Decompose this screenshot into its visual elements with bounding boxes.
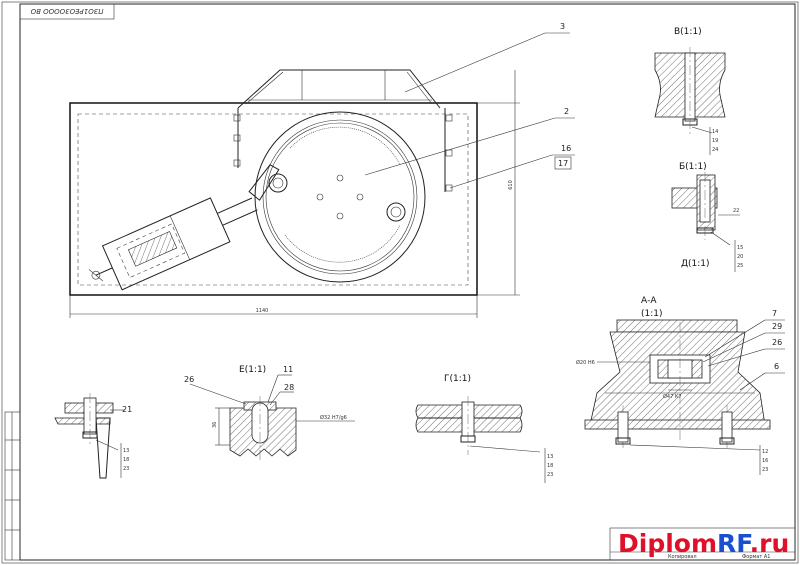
dim-aa-inner: Ø47 К7 <box>663 393 682 400</box>
view-G: Г(1:1) 13 18 23 <box>415 374 553 483</box>
leader-28: 28 <box>284 383 294 392</box>
leader-13-l: 13 <box>123 448 129 454</box>
leader-23-g: 23 <box>547 472 553 478</box>
leader-14: 14 <box>712 129 718 135</box>
leader-29: 29 <box>772 322 782 331</box>
rotary-table <box>254 111 426 283</box>
view-AA-title: А-А <box>641 296 657 306</box>
spring <box>127 231 178 267</box>
leader-22: 22 <box>733 208 739 214</box>
leader-26-aa: 26 <box>772 338 782 347</box>
dim-height-value: 610 <box>508 180 514 190</box>
leader-2: 2 <box>564 107 569 116</box>
leader-13-g: 13 <box>547 454 553 460</box>
leader-6: 6 <box>774 362 779 371</box>
leader-17: 17 <box>558 159 568 168</box>
leader-15: 15 <box>737 245 743 251</box>
leader-21: 21 <box>122 405 132 414</box>
main-view: 1140 610 <box>69 22 575 318</box>
leader-25: 25 <box>737 263 743 269</box>
watermark-main: Diplom <box>618 529 717 558</box>
inner-frame <box>19 3 796 561</box>
hopper-frame <box>233 69 453 192</box>
view-D-title: Д(1:1) <box>681 259 710 269</box>
leader-12: 12 <box>762 449 768 455</box>
copy-label: Копировал <box>668 554 697 560</box>
dim-height: 610 <box>477 70 520 296</box>
leader-18-l: 18 <box>123 457 129 463</box>
main-view-leaders: 3 2 16 17 <box>364 22 575 189</box>
view-AA-scale: (1:1) <box>641 309 663 319</box>
designation-box: ПЗО1РЕО3ОООО ВО <box>19 3 115 20</box>
dim-width-value: 1140 <box>256 308 269 314</box>
watermark-logo: DiplomRF.ru <box>618 529 789 558</box>
view-G-title: Г(1:1) <box>444 374 471 384</box>
leader-16-aa: 16 <box>762 458 768 464</box>
leader-24: 24 <box>712 147 718 153</box>
watermark-accent: RF <box>717 529 751 558</box>
view-B: В(1:1) 14 19 24 <box>654 27 726 155</box>
left-stamp-strip <box>4 411 21 561</box>
leader-3: 3 <box>560 22 565 31</box>
dim-aa-fit: Ø20 Н6 <box>576 359 595 366</box>
leader-23-aa: 23 <box>762 467 768 473</box>
dim-e-fit: Ø32 Н7/g6 <box>320 414 347 421</box>
view-Bb: Б(1:1) 22 15 20 25 Д(1:1) <box>671 162 743 272</box>
clamp-cylinder <box>88 164 280 291</box>
title-block: Копировал Формат А1 <box>609 527 796 561</box>
format-label: Формат А1 <box>742 554 770 560</box>
leader-23-l: 23 <box>123 466 129 472</box>
base-plate <box>69 102 478 296</box>
view-B-title: В(1:1) <box>674 27 702 37</box>
view-AA: А-А (1:1) Ø20 Н6 Ø47 К7 7 29 26 6 <box>576 296 785 475</box>
svg-text:DiplomRF.ru: DiplomRF.ru <box>618 529 789 558</box>
leader-20: 20 <box>737 254 743 260</box>
leader-26-e: 26 <box>184 375 194 384</box>
leader-18-g: 18 <box>547 463 553 469</box>
drawing-designation: ПЗО1РЕО3ОООО ВО <box>30 7 103 15</box>
watermark-tld: .ru <box>750 529 790 558</box>
view-left-fastener: 21 13 18 23 <box>54 393 132 479</box>
dim-e-height: 36 <box>212 422 218 428</box>
view-E-title: Е(1:1) <box>239 365 266 375</box>
dim-width: 1140 <box>69 295 478 318</box>
leader-7: 7 <box>772 309 777 318</box>
leader-19: 19 <box>712 138 718 144</box>
view-Bb-title: Б(1:1) <box>679 162 707 172</box>
leader-11: 11 <box>283 365 293 374</box>
leader-16: 16 <box>561 144 571 153</box>
view-E: Е(1:1) 36 Ø32 Н7/g6 26 11 28 <box>184 365 355 460</box>
base-plate-inner <box>77 113 469 286</box>
